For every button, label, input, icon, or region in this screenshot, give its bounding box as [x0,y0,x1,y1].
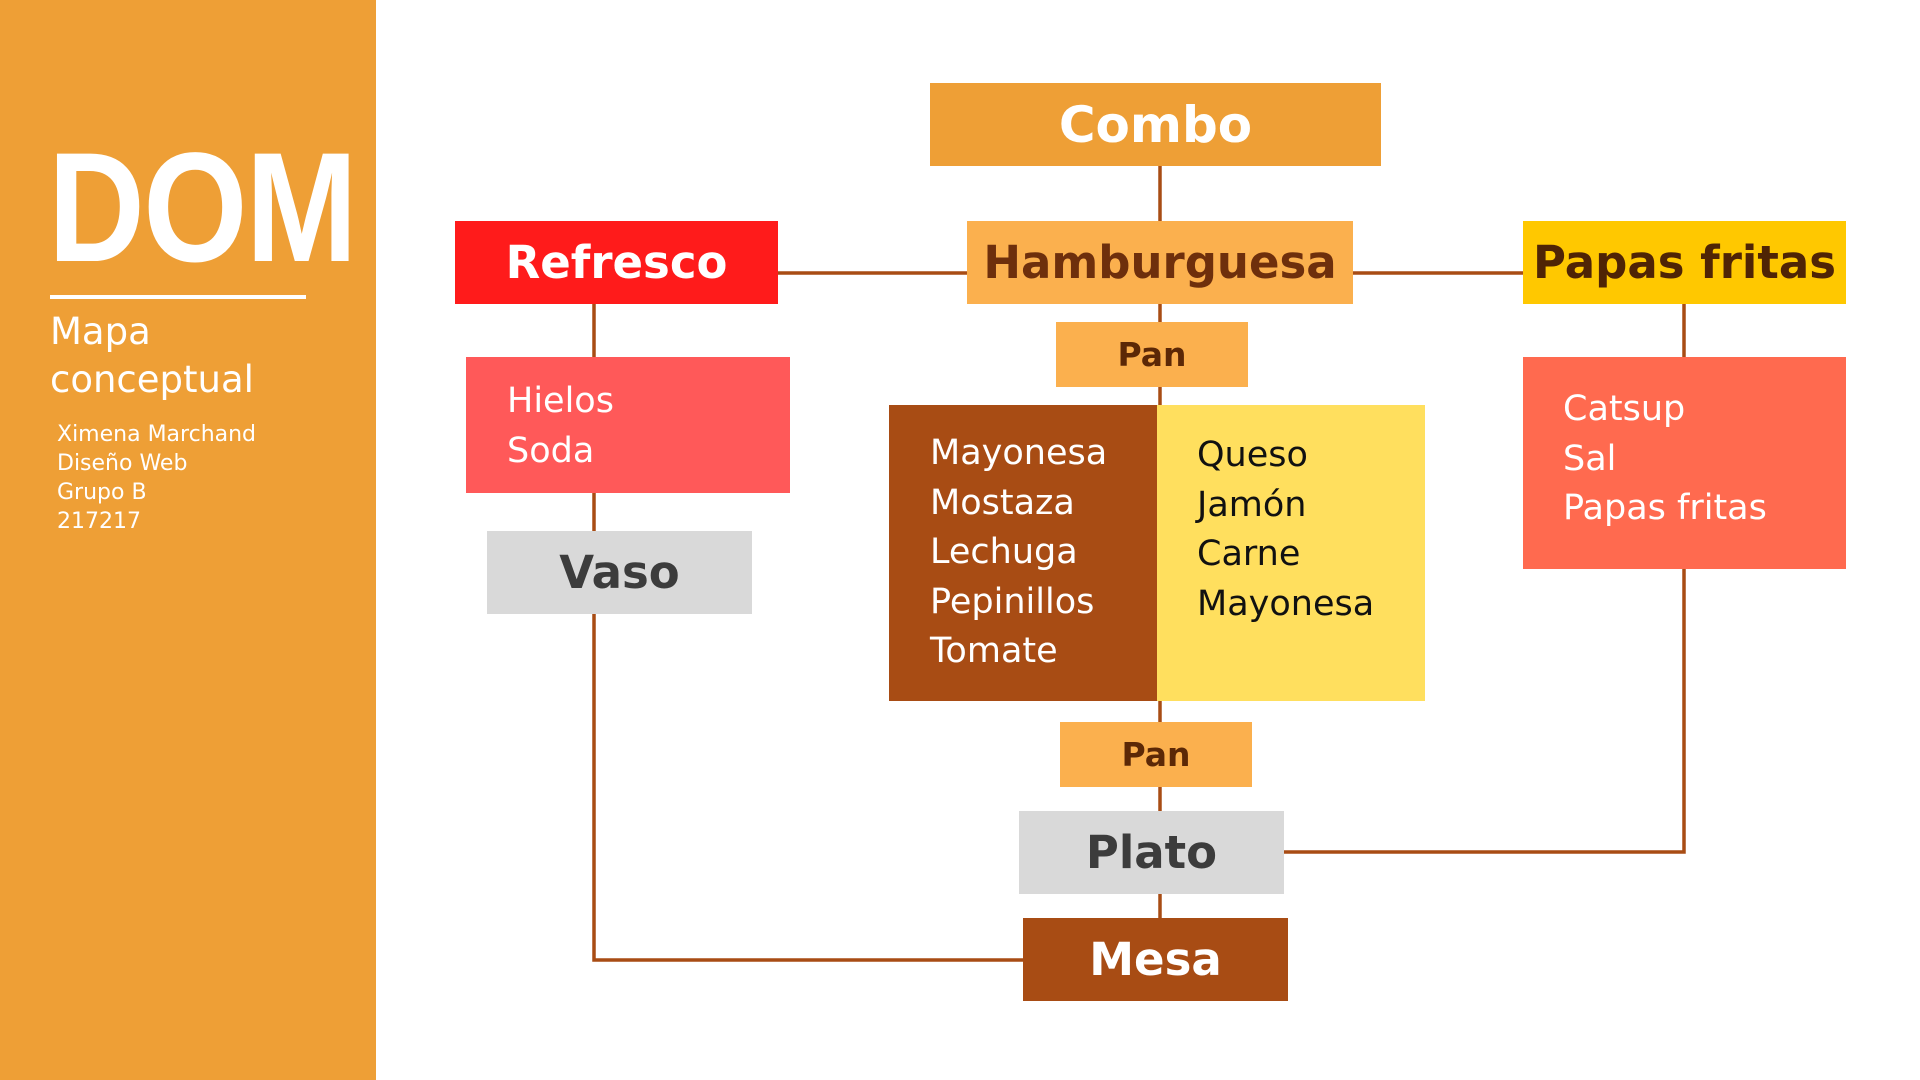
list-item: Mostaza [930,482,1075,523]
list-item: Hielos [507,381,614,421]
list-item: Papas fritas [1563,488,1767,528]
list-item: Jamón [1197,484,1307,525]
list-item: Catsup [1563,389,1686,429]
node-mesa: Mesa [1023,918,1288,1001]
author-info: Ximena Marchand Diseño Web Grupo B 21721… [57,420,256,536]
course-name: Diseño Web [57,451,188,476]
list-item: Lechuga [930,532,1078,572]
list-papas-fritas-items: Catsup Sal Papas fritas [1523,357,1846,569]
connector-vaso-mesa [592,614,1023,962]
sidebar: DOM Mapa conceptual Ximena Marchand Dise… [0,0,376,1080]
node-combo: Combo [930,83,1381,166]
node-hamburguesa: Hamburguesa [967,221,1353,304]
node-refresco: Refresco [455,221,778,304]
author-name: Ximena Marchand [57,422,257,447]
node-pan-top: Pan [1056,322,1248,387]
list-hamburguesa-yellow: Queso Jamón Carne Mayonesa [1157,405,1425,701]
list-item: Tomate [930,631,1058,671]
node-papas-fritas: Papas fritas [1523,221,1846,304]
list-item: Sal [1563,438,1617,479]
node-pan-bottom: Pan [1060,722,1252,787]
list-item: Carne [1197,534,1301,574]
list-item: Queso [1197,435,1308,475]
node-vaso: Vaso [487,531,752,614]
list-item: Mayonesa [1197,583,1375,624]
title-divider [50,295,306,299]
list-refresco-items: Hielos Soda [466,357,790,493]
node-plato: Plato [1019,811,1284,894]
list-item: Pepinillos [930,581,1095,622]
group-name: Grupo B [57,480,147,505]
subtitle: Mapa conceptual [50,310,254,401]
list-item: Soda [507,430,595,471]
list-item: Mayonesa [930,433,1108,473]
list-hamburguesa-dark: Mayonesa Mostaza Lechuga Pepinillos Toma… [889,405,1157,701]
student-id: 217217 [57,509,141,534]
logo-title: DOM [48,121,358,295]
connector-papas-plato [1284,569,1686,854]
